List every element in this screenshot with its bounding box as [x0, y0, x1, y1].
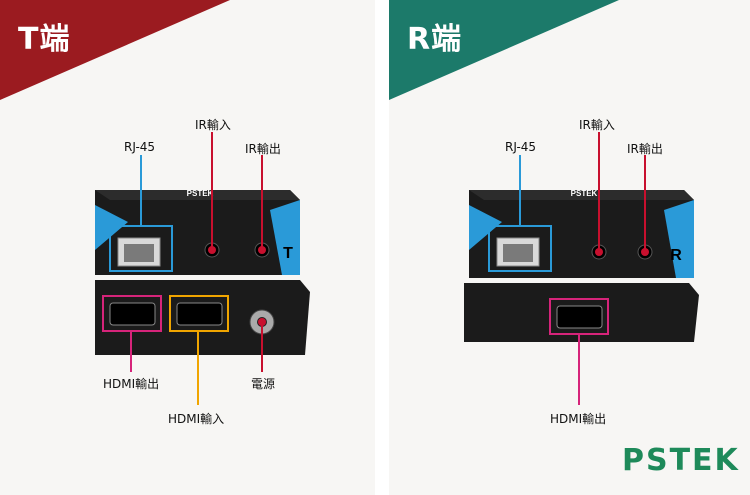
receiver-banner	[389, 0, 619, 100]
receiver-device-brand: PSTEK	[571, 189, 598, 198]
label-hdmi-in: HDMI輸入	[168, 412, 225, 426]
transmitter-device: PSTEK T	[95, 132, 310, 405]
transmitter-device-brand: PSTEK	[187, 189, 214, 198]
receiver-label-ir-in: IR輸入	[579, 118, 615, 132]
label-ir-out: IR輸出	[245, 142, 281, 156]
transmitter-hdmi-out-port	[109, 302, 156, 326]
receiver-rj45-socket	[503, 244, 533, 262]
transmitter-rj45-socket	[124, 244, 154, 262]
receiver-device: PSTEK R	[464, 132, 699, 405]
receiver-title: R端	[407, 22, 463, 57]
transmitter-title: T端	[18, 22, 71, 57]
transmitter-panel: T端 PSTEK T RJ-45 IR輸入 I	[0, 0, 375, 495]
transmitter-banner	[0, 0, 230, 100]
receiver-label-ir-out: IR輸出	[627, 142, 663, 156]
transmitter-badge: T	[283, 245, 293, 262]
brand-logo: PSTEK	[622, 443, 740, 478]
receiver-label-rj45: RJ-45	[505, 140, 537, 154]
label-power: 電源	[251, 377, 276, 391]
receiver-hdmi-out-port	[556, 305, 603, 329]
transmitter-hdmi-in-port	[176, 302, 223, 326]
label-ir-in: IR輸入	[195, 118, 231, 132]
receiver-badge: R	[670, 247, 682, 264]
receiver-label-hdmi-out: HDMI輸出	[550, 412, 607, 426]
label-hdmi-out: HDMI輸出	[103, 377, 160, 391]
panel-divider	[377, 0, 387, 495]
label-rj45: RJ-45	[124, 140, 156, 154]
receiver-panel: R端 PSTEK R RJ-45 IR輸入 IR輸出 HDMI輸出	[389, 0, 750, 495]
